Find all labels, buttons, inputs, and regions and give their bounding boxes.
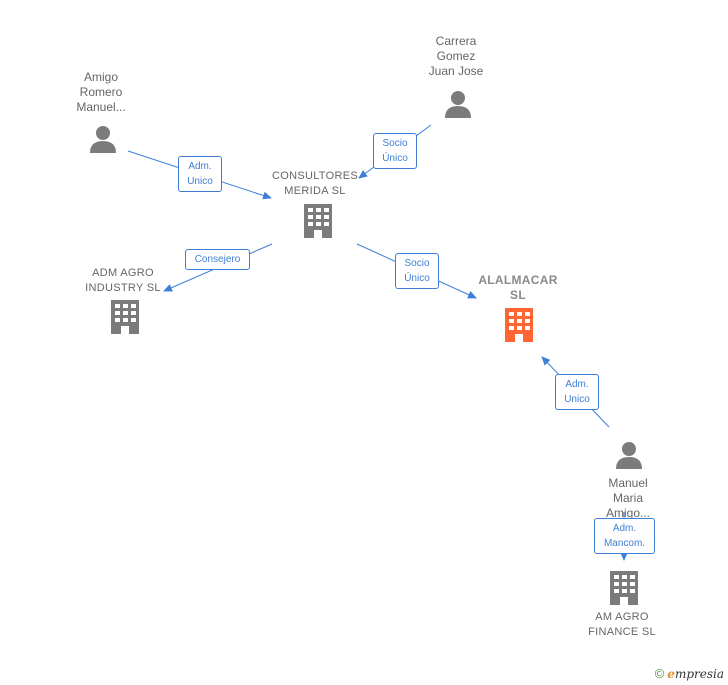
person-icon[interactable] — [88, 124, 118, 154]
edge-label-consejero[interactable]: Consejero — [185, 249, 250, 270]
copyright-credit: ©empresia — [655, 666, 724, 681]
node-label-carrera-gomez[interactable]: Carrera Gomez Juan Jose — [428, 34, 484, 78]
edge-label-adm-unico[interactable]: Adm. Unico — [555, 374, 599, 410]
node-label-amigo-romero[interactable]: Amigo Romero Manuel... — [76, 70, 126, 114]
building-icon[interactable] — [503, 307, 535, 343]
edge-label-socio-unico[interactable]: Socio Único — [395, 253, 439, 289]
node-label-consultores-merida[interactable]: CONSULTORES MERIDA SL — [271, 170, 359, 197]
building-icon[interactable] — [109, 299, 141, 335]
node-label-adm-agro-industry[interactable]: ADM AGRO INDUSTRY SL — [85, 267, 161, 294]
building-icon[interactable] — [608, 570, 640, 606]
edge-label-socio-unico[interactable]: Socio Único — [373, 133, 417, 169]
edge-label-adm-unico[interactable]: Adm. Unico — [178, 156, 222, 192]
building-icon[interactable] — [302, 203, 334, 239]
node-label-manuel-maria-amigo[interactable]: Manuel Maria Amigo... — [605, 476, 651, 520]
brand-logo: empresia — [667, 667, 724, 681]
edge-label-adm-mancom[interactable]: Adm. Mancom. — [594, 518, 655, 554]
node-label-alalmacar[interactable]: ALALMACAR SL — [478, 273, 558, 302]
copyright-icon: © — [654, 666, 665, 681]
person-icon[interactable] — [443, 89, 473, 119]
node-label-am-agro-finance[interactable]: AM AGRO FINANCE SL — [588, 611, 656, 638]
person-icon[interactable] — [614, 440, 644, 470]
